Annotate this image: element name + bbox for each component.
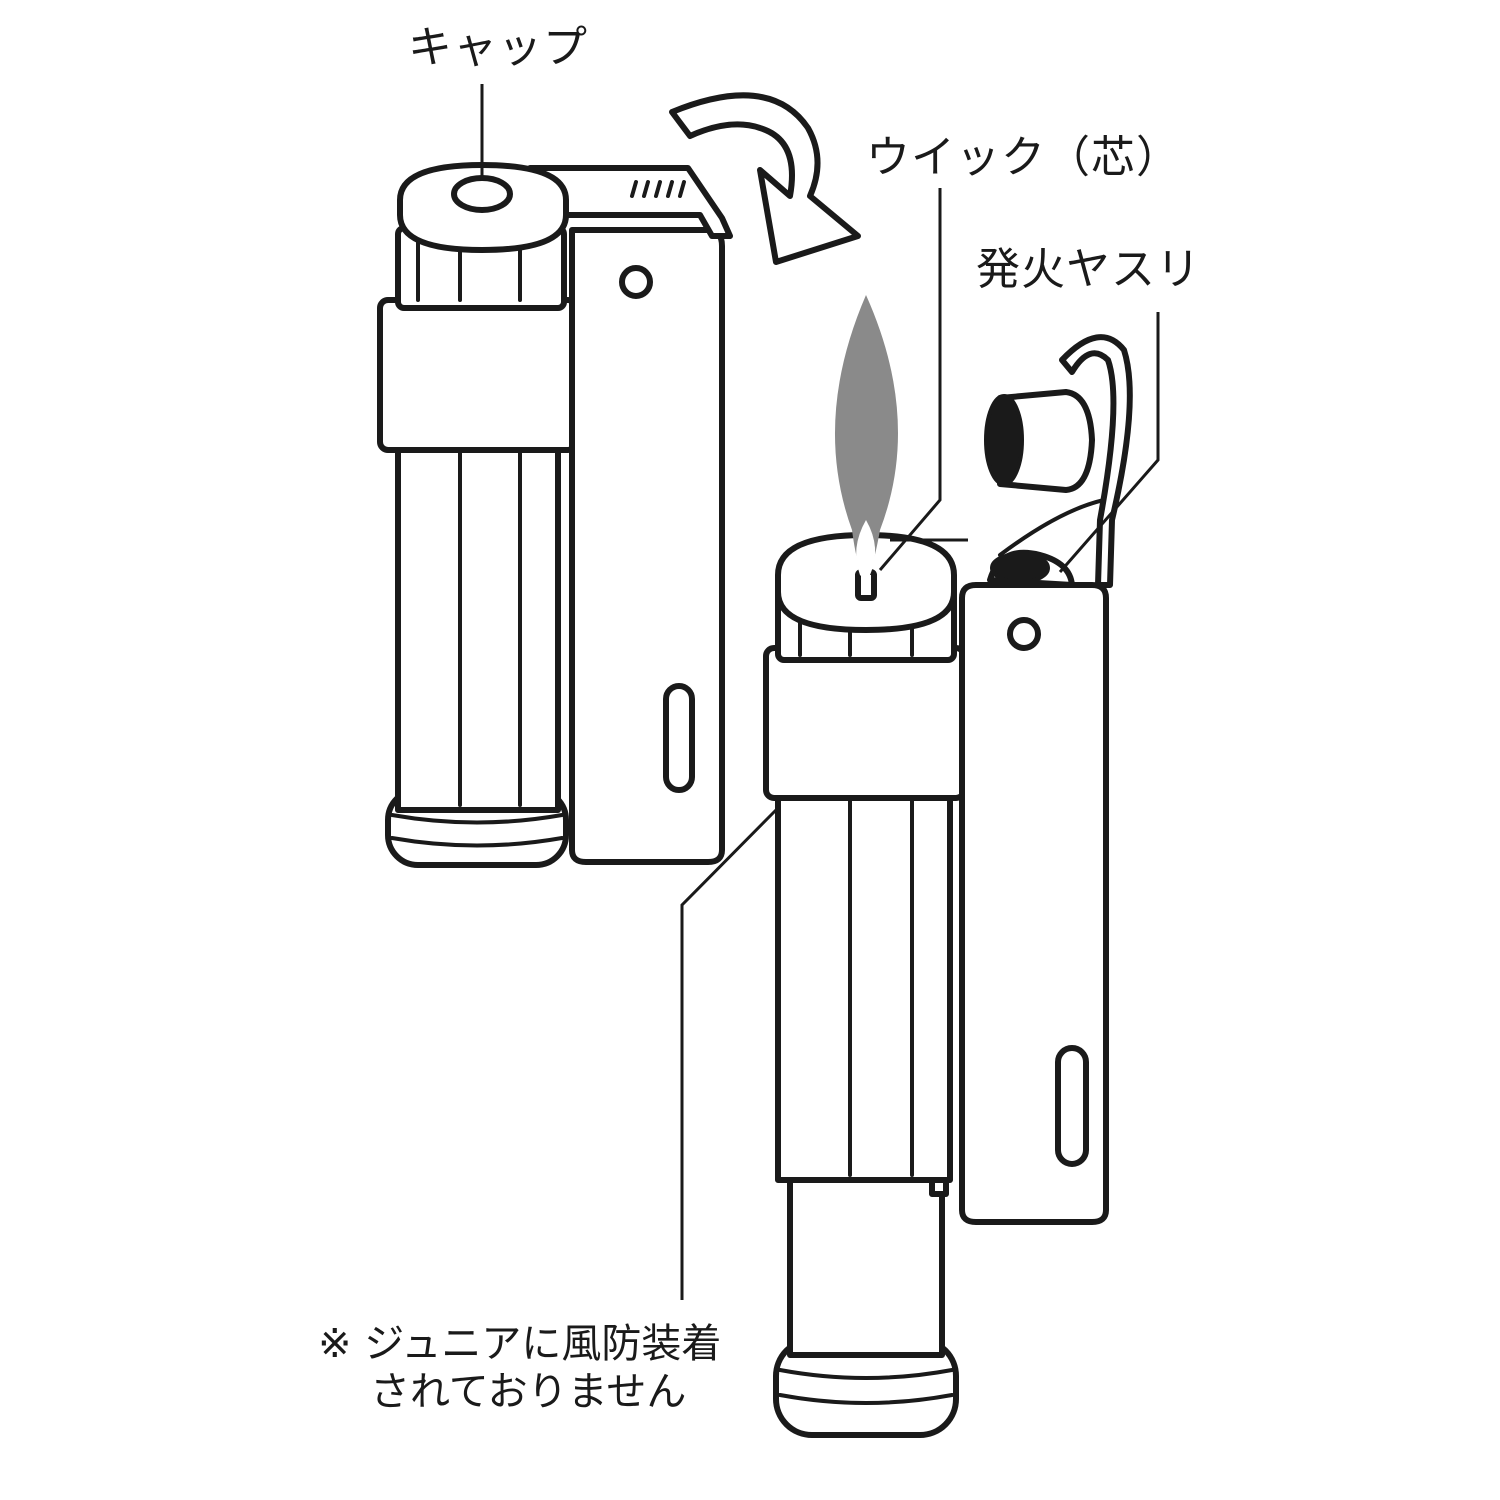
windscreen-note-line2: されておりません (370, 1369, 687, 1415)
flint-wheel-leader-line (1058, 312, 1160, 573)
flint-wheel (984, 389, 1095, 493)
closed-lighter-body (395, 442, 561, 813)
open-lighter-band (763, 645, 967, 801)
open-lighter-lower-tube (787, 1167, 945, 1358)
closed-lighter-hinge-arm (527, 165, 733, 239)
hood-arm (1059, 334, 1133, 588)
wick-leader-line (878, 188, 942, 571)
cap-label: キャップ (408, 22, 588, 73)
closed-lighter-band (377, 297, 579, 453)
flint-wheel-label: 発火ヤスリ (976, 244, 1201, 295)
open-lighter-body (775, 787, 953, 1183)
open-lighter (763, 295, 1133, 1438)
flame (834, 295, 898, 575)
rotate-arrow-icon (669, 92, 861, 265)
windscreen-note: ※ ジュニアに風防装着 されておりません (318, 1320, 721, 1416)
windscreen-note-line1: ※ ジュニアに風防装着 (318, 1321, 722, 1367)
closed-lighter-side-plate (569, 227, 725, 865)
wick-label: ウイック（芯） (866, 132, 1181, 183)
open-lighter-base-threads (773, 1337, 959, 1438)
note-leader-line (680, 808, 778, 1300)
closed-lighter (377, 162, 733, 868)
